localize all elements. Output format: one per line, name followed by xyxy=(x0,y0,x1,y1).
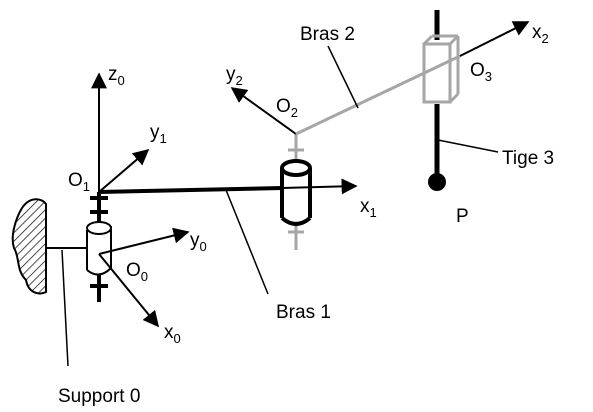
axis-y1 xyxy=(98,148,150,193)
leader-arm-2 xyxy=(327,45,359,109)
support-wall xyxy=(11,198,47,295)
label-x2: x2 xyxy=(532,22,549,46)
pivot-2-cylinder xyxy=(280,159,312,226)
label-x1: x1 xyxy=(360,196,377,220)
label-o1: O1 xyxy=(68,170,90,194)
callout-support: Support 0 xyxy=(58,386,140,407)
label-y0: y0 xyxy=(190,230,207,254)
label-p: P xyxy=(456,206,469,227)
axis-x1 xyxy=(281,178,358,195)
axis-x2 xyxy=(459,21,530,57)
label-y2: y2 xyxy=(226,64,243,88)
callout-rod-3: Tige 3 xyxy=(502,148,554,169)
callout-arm-2: Bras 2 xyxy=(300,24,355,45)
label-y1: y1 xyxy=(150,122,167,146)
label-z0: z0 xyxy=(108,64,125,88)
label-x0: x0 xyxy=(164,322,181,346)
slider-3 xyxy=(422,34,460,104)
pivot-0-cylinder xyxy=(86,221,112,276)
arm-2 xyxy=(295,54,461,136)
label-o3: O3 xyxy=(470,60,492,84)
pivot-2-shaft xyxy=(288,134,304,250)
pivot-0-shaft xyxy=(90,192,108,302)
point-p xyxy=(428,173,446,191)
leader-support xyxy=(61,249,69,367)
axis-y0 xyxy=(98,227,190,255)
callout-arm-1: Bras 1 xyxy=(276,302,331,323)
label-o2: O2 xyxy=(276,96,298,120)
leader-rod-3 xyxy=(437,139,499,153)
label-o0: O0 xyxy=(126,260,148,284)
axis-x0 xyxy=(98,253,160,328)
axis-y2 xyxy=(230,87,297,135)
leader-arm-1 xyxy=(225,189,269,295)
arm-1 xyxy=(98,186,283,194)
